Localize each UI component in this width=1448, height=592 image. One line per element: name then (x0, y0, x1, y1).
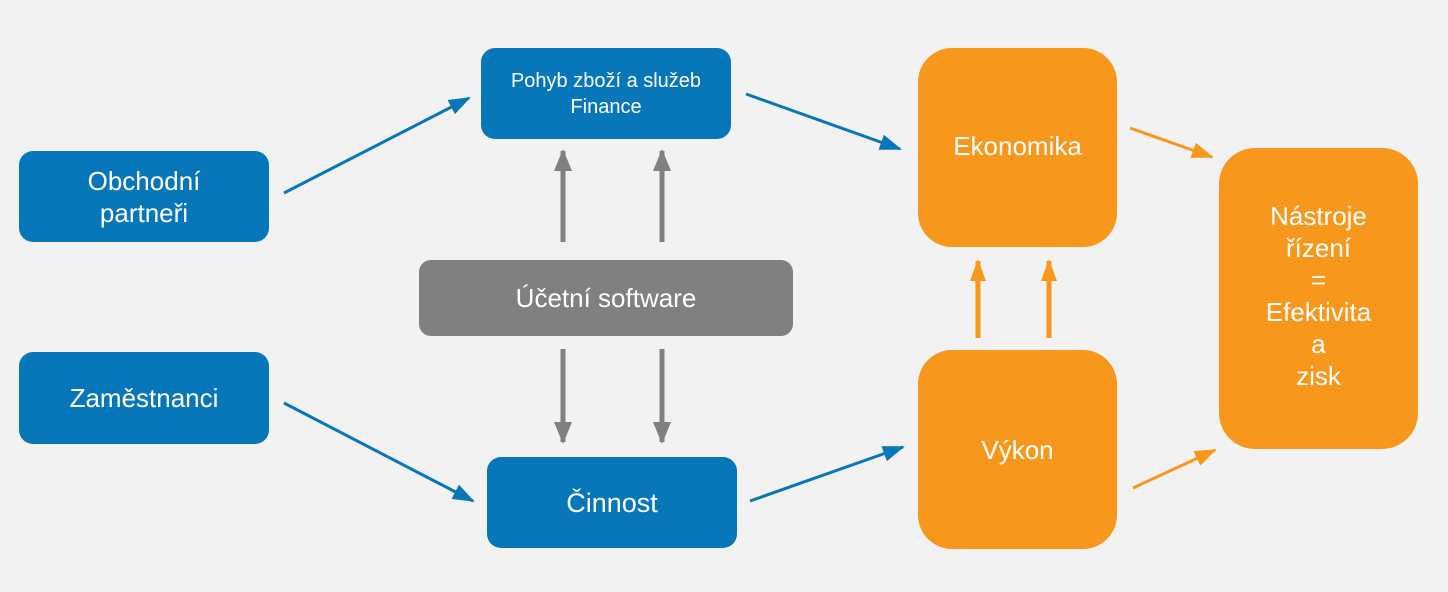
arrow-goods-to-economy (745, 92, 902, 151)
arrow-economy-to-tools (1129, 126, 1214, 159)
arrow-activity-to-performance (749, 445, 905, 503)
arrow-employees-to-activity (283, 401, 475, 503)
box-goods-services-finance: Pohyb zboží a služeb Finance (481, 48, 731, 139)
arrow-performance-to-tools (1132, 448, 1217, 490)
box-accounting-software: Účetní software (419, 260, 793, 336)
box-employees: Zaměstnanci (19, 352, 269, 444)
box-business-partners: Obchodní partneři (19, 151, 269, 242)
arrow-partners-to-goods (283, 96, 471, 195)
box-activity: Činnost (487, 457, 737, 548)
box-management-tools: Nástroje řízení = Efektivita a zisk (1219, 148, 1418, 449)
box-economy: Ekonomika (918, 48, 1117, 247)
box-performance: Výkon (918, 350, 1117, 549)
